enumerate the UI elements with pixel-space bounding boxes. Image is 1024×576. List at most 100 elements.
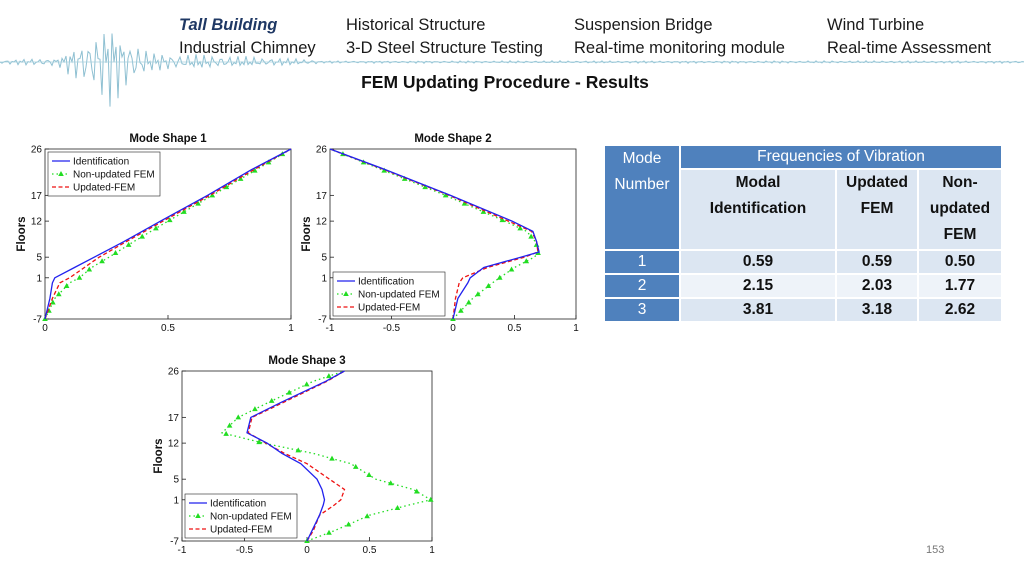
data-point: [50, 299, 56, 305]
y-tick-label: 12: [316, 217, 328, 228]
x-tick-label: 0: [304, 545, 310, 556]
y-tick-label: 12: [31, 217, 43, 228]
data-point: [209, 192, 216, 198]
series-line-2: [44, 148, 292, 320]
data-point: [427, 496, 434, 502]
x-tick-label: -1: [178, 545, 187, 556]
data-point: [485, 283, 492, 289]
y-tick-label: 5: [36, 253, 42, 264]
legend-entry: Identification: [73, 157, 129, 168]
table-row: 2 2.15 2.03 1.77: [603, 273, 1003, 299]
col-modal-identification-line2: Identification: [709, 200, 807, 217]
y-axis-label: Floors: [301, 216, 313, 251]
y-axis-label: Floors: [16, 216, 28, 251]
data-point: [461, 200, 468, 206]
x-tick-label: 0: [450, 323, 456, 334]
data-point: [329, 455, 335, 461]
nav-real-time-monitoring-module[interactable]: Real-time monitoring module: [574, 39, 785, 57]
updated-fem-cell: 2.03: [835, 273, 919, 299]
y-tick-label: 17: [316, 191, 328, 202]
data-point: [268, 397, 275, 403]
x-tick-label: 0.5: [508, 323, 522, 334]
data-point: [237, 175, 244, 181]
legend-entry: Non-updated FEM: [358, 290, 440, 301]
col-non-updated-fem-line1: Non-: [942, 174, 978, 191]
chart-title: Mode Shape 2: [414, 133, 491, 145]
data-point: [528, 233, 534, 239]
mode-number-header: Mode Number: [603, 144, 681, 251]
legend-entry: Updated-FEM: [358, 303, 420, 314]
data-point: [139, 233, 145, 239]
data-point: [499, 217, 506, 223]
y-tick-label: 26: [168, 367, 180, 378]
legend-entry: Updated-FEM: [73, 183, 135, 194]
legend-entry: Non-updated FEM: [210, 512, 292, 523]
data-point: [235, 414, 242, 420]
data-point: [256, 439, 262, 445]
legend-entry: Updated-FEM: [210, 525, 272, 536]
y-tick-label: -7: [33, 315, 42, 326]
data-point: [166, 217, 173, 223]
legend-entry: Identification: [210, 499, 266, 510]
data-point: [458, 307, 464, 313]
frequencies-header: Frequencies of Vibration: [679, 144, 1003, 170]
data-point: [508, 266, 515, 272]
y-tick-label: 17: [168, 413, 180, 424]
page-title: FEM Updating Procedure - Results: [361, 72, 649, 92]
col-updated-fem-line1: Updated: [846, 174, 908, 191]
data-point: [366, 472, 372, 478]
updated-fem-cell: 0.59: [835, 249, 919, 275]
nav-real-time-assessment[interactable]: Real-time Assessment: [827, 39, 992, 57]
data-point: [465, 299, 472, 305]
x-tick-label: 1: [429, 545, 435, 556]
y-tick-label: 26: [31, 145, 43, 156]
legend-entry: Identification: [358, 277, 414, 288]
nav-industrial-chimney[interactable]: Industrial Chimney: [179, 39, 316, 57]
data-point: [125, 241, 132, 247]
nav-tall-building[interactable]: Tall Building: [179, 16, 278, 34]
data-point: [251, 167, 258, 173]
series-line-1: [220, 370, 433, 542]
data-point: [181, 208, 187, 214]
mode-cell: 2: [603, 273, 681, 299]
series-line-2: [247, 370, 346, 542]
legend-marker: [343, 291, 349, 296]
data-point: [112, 250, 119, 256]
data-point: [413, 488, 420, 494]
seismic-wave-decoration: [0, 33, 1024, 107]
col-non-updated-fem-line2: updated: [929, 200, 991, 217]
data-point: [442, 192, 449, 198]
y-tick-label: 17: [31, 191, 43, 202]
y-tick-label: 26: [316, 145, 328, 156]
col-modal-identification: Modal Identification: [679, 168, 837, 251]
nav-suspension-bridge[interactable]: Suspension Bridge: [574, 16, 713, 34]
nav-wind-turbine[interactable]: Wind Turbine: [827, 16, 925, 34]
data-point: [295, 447, 302, 453]
data-point: [195, 200, 201, 206]
col-non-updated-fem: Non- updated FEM: [917, 168, 1003, 251]
nav-historical-structure[interactable]: Historical Structure: [346, 16, 486, 34]
data-point: [86, 266, 93, 272]
updated-fem-cell: 3.18: [835, 297, 919, 323]
x-tick-label: -0.5: [236, 545, 254, 556]
data-point: [55, 291, 62, 297]
mode-cell: 3: [603, 297, 681, 323]
series-line-0: [246, 370, 345, 542]
data-point: [523, 258, 530, 264]
col-non-updated-fem-line3: FEM: [943, 226, 977, 243]
x-tick-label: 1: [288, 323, 294, 334]
nav-3d-steel-structure-testing[interactable]: 3-D Steel Structure Testing: [346, 39, 543, 57]
data-point: [76, 274, 83, 280]
legend-marker: [195, 513, 201, 518]
y-tick-label: 1: [36, 273, 42, 284]
data-point: [252, 406, 258, 412]
series-line-0: [329, 148, 540, 320]
chart-title: Mode Shape 1: [129, 133, 207, 145]
modal-identification-cell: 2.15: [679, 273, 837, 299]
legend-entry: Non-updated FEM: [73, 170, 155, 181]
y-tick-label: -7: [318, 315, 327, 326]
y-tick-label: 12: [168, 439, 180, 450]
series-line-0: [44, 148, 292, 320]
data-point: [286, 389, 292, 395]
